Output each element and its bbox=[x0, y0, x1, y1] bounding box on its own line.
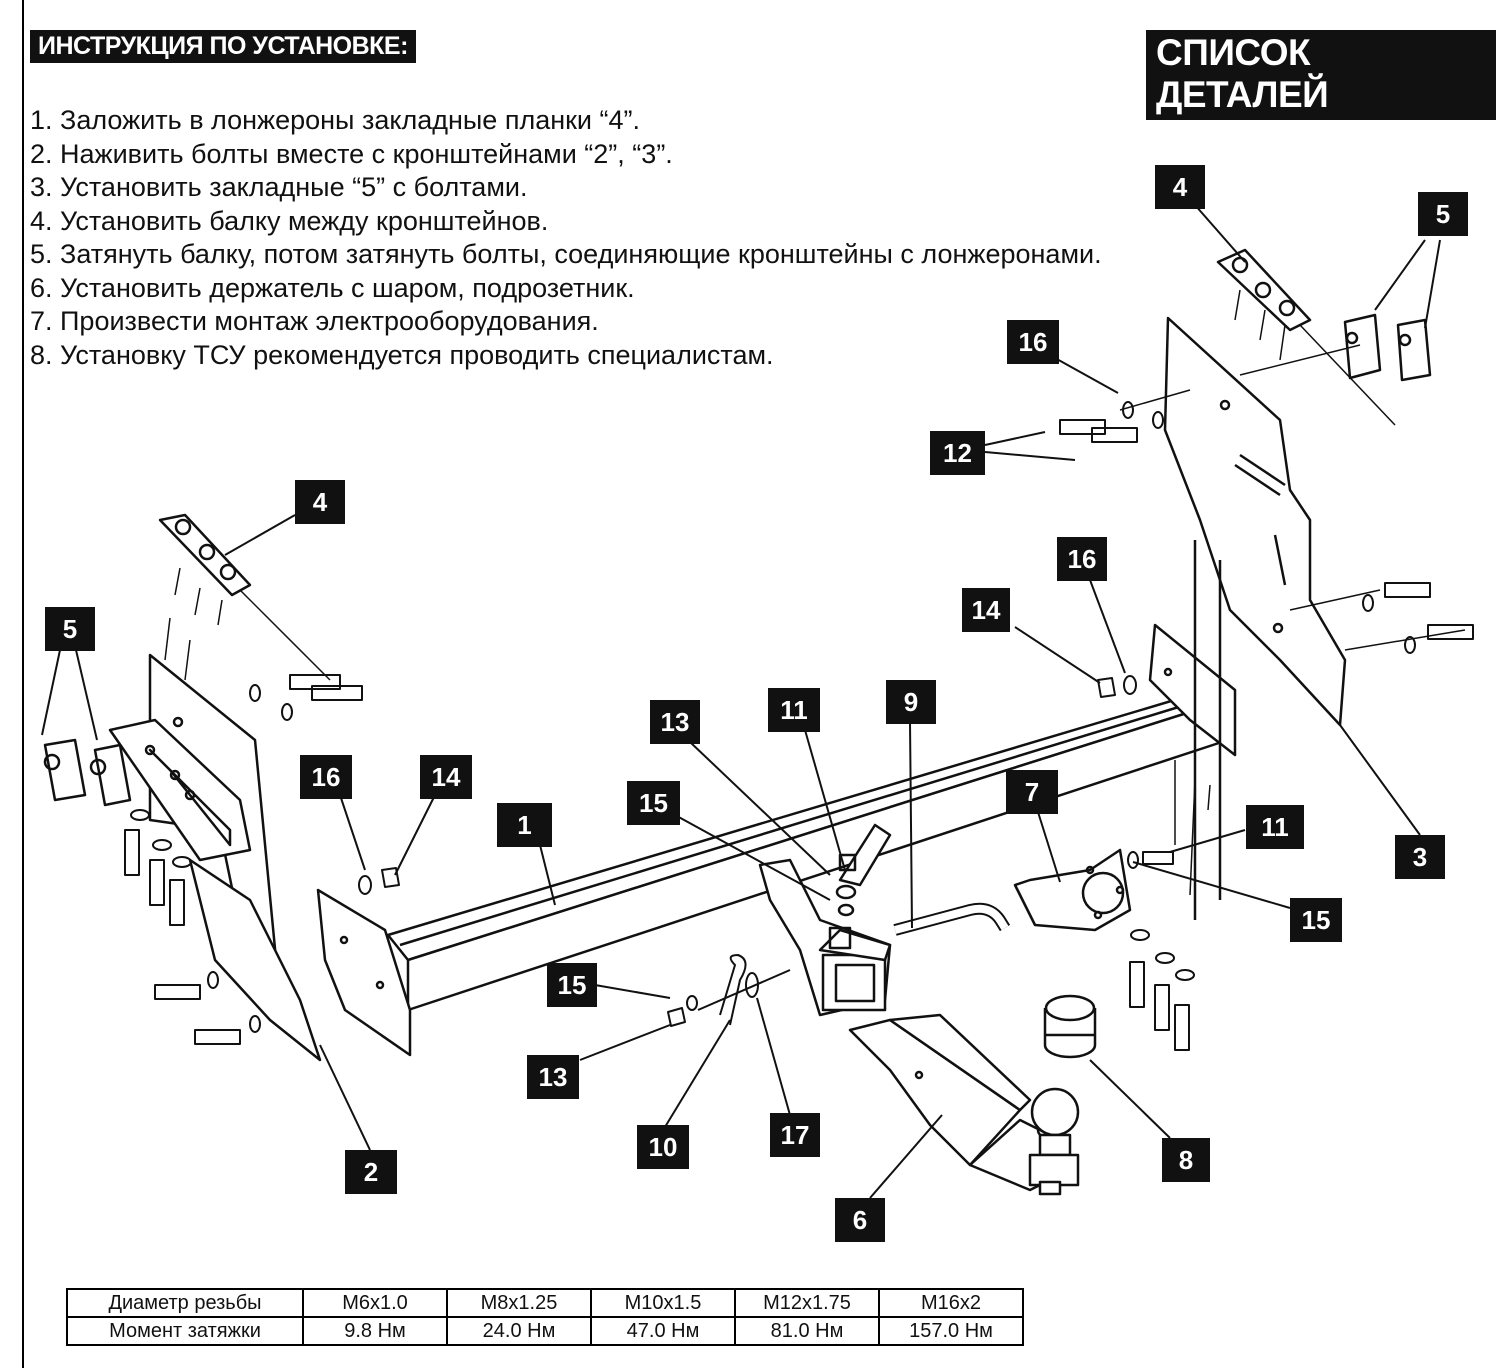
part-label-4: 4 bbox=[295, 480, 345, 524]
guide-lines bbox=[164, 289, 1466, 896]
parts-list-title: СПИСОК ДЕТАЛЕЙ bbox=[1146, 30, 1496, 120]
part-label-15: 15 bbox=[547, 963, 597, 1007]
thread-cell: M8x1.25 bbox=[446, 1288, 592, 1318]
part-label-10: 10 bbox=[637, 1125, 689, 1169]
step-item: 6. Установить держатель с шаром, подрозе… bbox=[30, 272, 635, 303]
torque-cell: 81.0 Нм bbox=[734, 1316, 880, 1346]
socket-bracket bbox=[1013, 848, 1132, 932]
table-row: Момент затяжки 9.8 Нм 24.0 Нм 47.0 Нм 81… bbox=[66, 1316, 1024, 1346]
receiver bbox=[758, 823, 892, 1017]
part-label-15: 15 bbox=[627, 781, 680, 825]
frame-border bbox=[22, 0, 24, 1368]
step-item: 5. Затянуть балку, потом затянуть болты,… bbox=[30, 239, 1102, 269]
part-label-8: 8 bbox=[1162, 1138, 1210, 1182]
part-label-14: 14 bbox=[962, 588, 1010, 632]
torque-cell: 9.8 Нм bbox=[302, 1316, 448, 1346]
thread-cell: M6x1.0 bbox=[302, 1288, 448, 1318]
part-label-5: 5 bbox=[45, 607, 95, 651]
leader-lines bbox=[41, 204, 1441, 1199]
thread-cell: M10x1.5 bbox=[590, 1288, 736, 1318]
part-label-9: 9 bbox=[886, 680, 936, 724]
torque-cell: 157.0 Нм bbox=[878, 1316, 1024, 1346]
part-label-16: 16 bbox=[1007, 320, 1059, 364]
part-label-16: 16 bbox=[1057, 537, 1107, 581]
pin-clip bbox=[667, 954, 791, 1027]
part-label-11: 11 bbox=[1246, 805, 1304, 849]
plates-five bbox=[43, 313, 1432, 807]
part-label-3: 3 bbox=[1395, 835, 1445, 879]
bolts-and-washers bbox=[124, 401, 1474, 1051]
part-label-1: 1 bbox=[497, 803, 552, 847]
part-label-17: 17 bbox=[770, 1113, 820, 1157]
part-label-13: 13 bbox=[527, 1055, 579, 1099]
step-item: 8. Установку ТСУ рекомендуется проводить… bbox=[30, 339, 774, 370]
step-item: 2. Наживить болты вместе с кронштейнами … bbox=[30, 138, 673, 169]
part-label-14: 14 bbox=[420, 755, 472, 799]
torque-header: Момент затяжки bbox=[66, 1316, 304, 1346]
part-label-4: 4 bbox=[1155, 165, 1205, 209]
torque-cell: 47.0 Нм bbox=[590, 1316, 736, 1346]
plate-right bbox=[1216, 248, 1396, 426]
torque-table: Диаметр резьбы M6x1.0 M8x1.25 M10x1.5 M1… bbox=[66, 1288, 1024, 1346]
instructions-title: ИНСТРУКЦИЯ ПО УСТАНОВКЕ: bbox=[30, 30, 416, 63]
left-bracket bbox=[108, 653, 322, 1062]
right-bracket bbox=[1163, 316, 1347, 920]
torque-cell: 24.0 Нм bbox=[446, 1316, 592, 1346]
part-label-12: 12 bbox=[930, 431, 985, 475]
part-label-7: 7 bbox=[1006, 770, 1058, 814]
plate-left bbox=[158, 513, 331, 681]
ball-mount bbox=[848, 1013, 1080, 1196]
hitch-pin bbox=[893, 902, 1011, 936]
installation-steps: 1. Заложить в лонжероны закладные планки… bbox=[30, 104, 1102, 372]
step-item: 3. Установить закладные “5” с болтами. bbox=[30, 172, 528, 202]
part-label-6: 6 bbox=[835, 1198, 885, 1242]
step-item: 4. Установить балку между кронштейнов. bbox=[30, 205, 549, 236]
part-label-2: 2 bbox=[345, 1150, 397, 1194]
step-item: 7. Произвести монтаж электрооборудования… bbox=[30, 306, 599, 336]
step-item: 1. Заложить в лонжероны закладные планки… bbox=[30, 105, 641, 135]
part-label-13: 13 bbox=[650, 700, 700, 744]
thread-diameter-header: Диаметр резьбы bbox=[66, 1288, 304, 1318]
thread-cell: M12x1.75 bbox=[734, 1288, 880, 1318]
part-label-11: 11 bbox=[768, 688, 820, 732]
table-row: Диаметр резьбы M6x1.0 M8x1.25 M10x1.5 M1… bbox=[66, 1288, 1024, 1318]
part-label-5: 5 bbox=[1418, 192, 1468, 236]
ball-cap bbox=[1043, 994, 1097, 1059]
part-label-15: 15 bbox=[1290, 898, 1342, 942]
thread-cell: M16x2 bbox=[878, 1288, 1024, 1318]
part-label-16: 16 bbox=[300, 755, 352, 799]
